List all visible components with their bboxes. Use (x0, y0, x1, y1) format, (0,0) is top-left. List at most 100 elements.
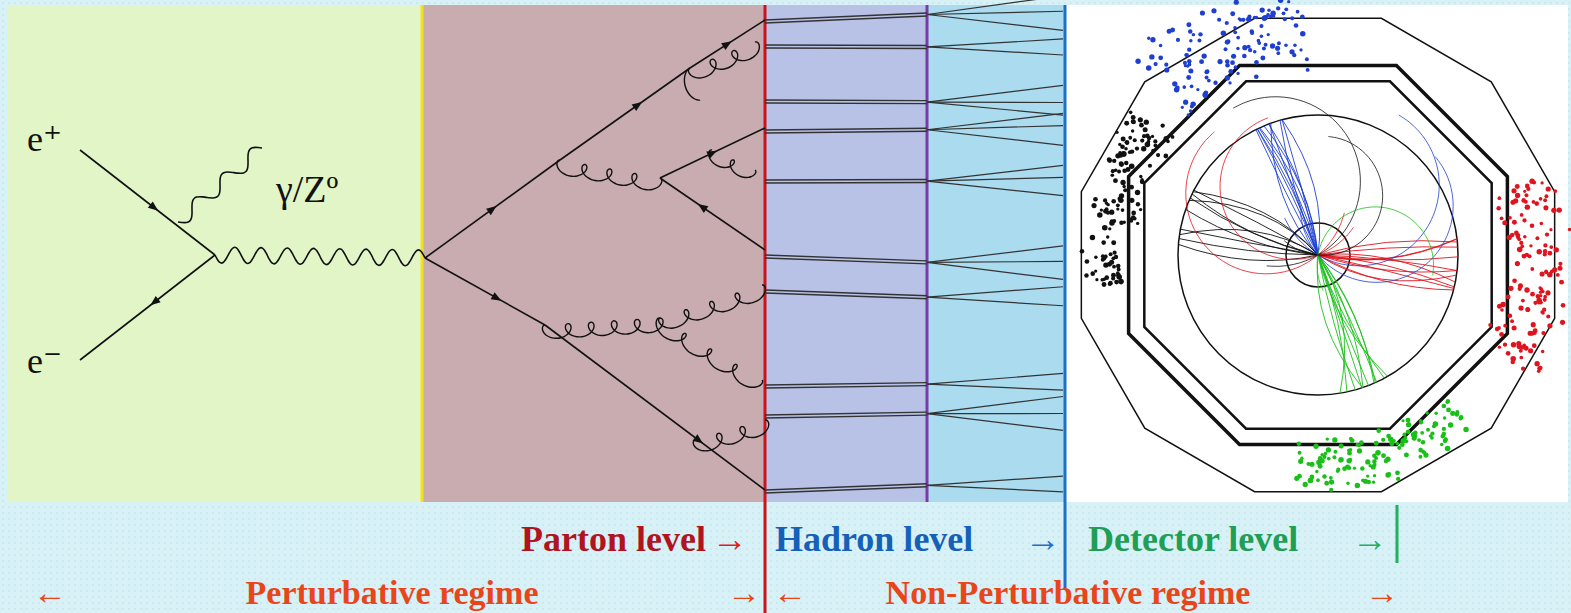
calorimeter-hit (1543, 295, 1547, 299)
calorimeter-hit (1510, 319, 1514, 323)
charged-track (1256, 130, 1318, 255)
calorimeter-hit (1278, 0, 1283, 3)
calorimeter-hit (1250, 31, 1254, 35)
hadron-track (927, 39, 1063, 47)
calorimeter-hit (1381, 438, 1385, 442)
calorimeter-hit (1090, 235, 1095, 240)
calorimeter-hit (1176, 38, 1180, 42)
calorimeter-hit (1405, 439, 1409, 443)
calorimeter-hit (1140, 178, 1143, 181)
hadron-track (927, 485, 1063, 492)
calorimeter-hit (1101, 240, 1106, 245)
calorimeter-hit (1523, 190, 1526, 193)
calorimeter-hit (1294, 23, 1299, 28)
charged-track (1179, 229, 1318, 255)
calorimeter-hit (1284, 43, 1288, 47)
calorimeter-hit (1149, 54, 1154, 59)
hadron-string (765, 128, 927, 130)
calorimeter-hit (1515, 184, 1520, 189)
calorimeter-hit (1528, 331, 1533, 336)
calorimeter-hit (1108, 282, 1112, 286)
gluon-line (659, 285, 766, 328)
gluon-line (688, 42, 759, 78)
calorimeter-hit (1347, 466, 1351, 470)
boundary-line (926, 5, 929, 502)
calorimeter-hit (1326, 447, 1331, 452)
charged-track (1318, 255, 1458, 260)
calorimeter-hit (1553, 189, 1557, 193)
calorimeter-hit (1185, 53, 1189, 57)
calorimeter-hit (1429, 434, 1433, 438)
hadron-string (765, 383, 927, 385)
charged-track (1186, 132, 1345, 274)
hadron-string (765, 179, 927, 181)
charged-track (1318, 239, 1457, 260)
calorimeter-hit (1175, 85, 1180, 90)
calorimeter-hit (1355, 483, 1360, 488)
calorimeter-hit (1434, 412, 1437, 415)
calorimeter-hit (1122, 185, 1125, 188)
calorimeter-hit (1228, 69, 1233, 74)
calorimeter-hit (1347, 449, 1350, 452)
calorimeter-hit (1534, 201, 1539, 206)
calorimeter-hit (1332, 437, 1337, 442)
calorimeter-hit (1525, 307, 1530, 312)
calorimeter-hit (1131, 120, 1136, 125)
fermion-arrow (721, 38, 734, 50)
calorimeter-hit (1520, 213, 1524, 217)
calorimeter-hit (1267, 9, 1270, 12)
calorimeter-hit (1119, 161, 1124, 166)
calorimeter-hit (1443, 438, 1448, 443)
calorimeter-hit (1093, 197, 1098, 202)
calorimeter-hit (1262, 46, 1266, 50)
calorimeter-hit (1387, 472, 1391, 476)
calorimeter-hit (1110, 173, 1114, 177)
level-label: Hadron level (775, 520, 973, 560)
calorimeter-hit (1541, 290, 1544, 293)
fermion-line (560, 68, 690, 160)
calorimeter-hit (1326, 437, 1329, 440)
calorimeter-hit (1300, 31, 1305, 36)
calorimeter-hit (1084, 273, 1089, 278)
calorimeter-hit (1116, 273, 1121, 278)
regime-arrow: → (727, 574, 761, 611)
calorimeter-hit (1233, 26, 1237, 30)
calorimeter-hit (1124, 147, 1128, 151)
calorimeter-hit (1133, 217, 1137, 221)
calorimeter-hit (1196, 88, 1199, 91)
hadron-tracks (765, 0, 1063, 493)
calorimeter-hit (1515, 193, 1520, 198)
calorimeter-hit (1397, 446, 1401, 450)
calorimeter-hit (1531, 322, 1536, 327)
calorimeter-hit (1184, 53, 1188, 57)
hadron-track (927, 177, 1063, 181)
calorimeter-hit (1511, 342, 1516, 347)
gluon-line (542, 318, 663, 338)
hadron-string (765, 258, 927, 264)
calorimeter-hit (1511, 360, 1515, 364)
calorimeter-hit (1442, 404, 1447, 409)
hadron-string (765, 47, 927, 49)
calorimeter-hit (1229, 0, 1235, 1)
calorimeter-hit (1277, 41, 1281, 45)
hadron-track (927, 246, 1063, 263)
hadron-track (927, 413, 1063, 414)
calorimeter-hit (1496, 206, 1501, 211)
calorimeter-hit (1111, 240, 1116, 245)
calorimeter-hit (1156, 153, 1160, 157)
calorimeter-hit (1119, 220, 1124, 225)
calorimeter-hit (1205, 69, 1210, 74)
calorimeter-hit (1543, 205, 1548, 210)
calorimeter-hit (1539, 294, 1542, 297)
calorimeter-hit (1541, 311, 1545, 315)
calorimeter-hit (1522, 218, 1526, 222)
calorimeter-hit (1395, 470, 1400, 475)
level-arrow: → (1352, 520, 1388, 560)
calorimeter-hit (1498, 345, 1501, 348)
calorimeter-hit (1117, 169, 1121, 173)
calorimeter-hit (1433, 421, 1438, 426)
calorimeter-hit (1533, 301, 1537, 305)
calorimeter-hit (1503, 324, 1507, 328)
calorimeter-hit (1293, 43, 1297, 47)
charged-track (1271, 123, 1318, 255)
